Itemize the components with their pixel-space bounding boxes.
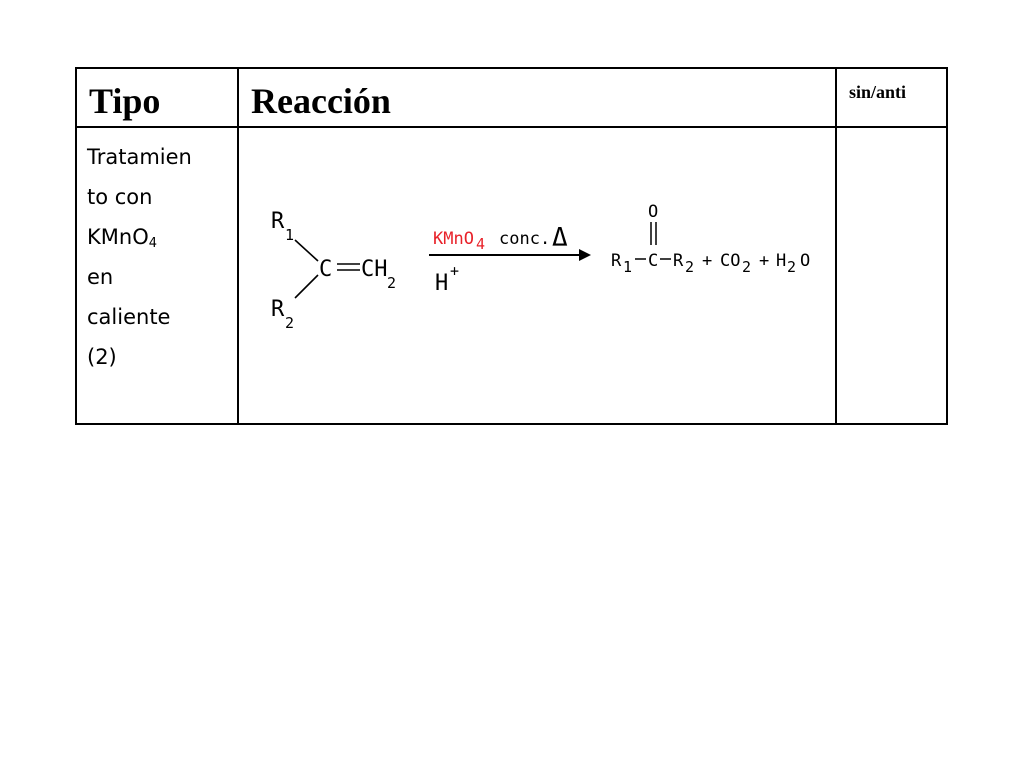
reaction-arrow-group: KMnO 4 conc. Δ H + — [429, 223, 591, 296]
reactant-r1: R — [271, 209, 285, 234]
reactant-r2: R — [271, 297, 285, 322]
product-carbon: C — [648, 251, 658, 271]
column-divider — [835, 69, 837, 423]
tipo-formula-subscript: 4 — [148, 236, 158, 251]
arrow-head-icon — [579, 249, 591, 261]
tipo-cell: Tratamien to con KMnO4 en caliente (2) — [87, 137, 235, 377]
product-r2-sub: 2 — [685, 258, 694, 276]
reaction-scheme: R 1 R 2 C CH 2 KMnO 4 conc. Δ H — [271, 202, 810, 332]
tipo-formula: KMnO — [87, 225, 149, 249]
bond-r1-c — [294, 239, 319, 262]
product-h: H — [776, 251, 786, 271]
product-o: O — [800, 251, 810, 271]
product-carbonyl-o: O — [648, 202, 658, 222]
column-divider — [237, 69, 239, 423]
reaction-table: Tipo Reacción sin/anti Tratamien to con … — [75, 67, 948, 425]
plus-sign: + — [702, 251, 712, 271]
product-co-sub: 2 — [742, 258, 751, 276]
reactant-r1-sub: 1 — [285, 226, 294, 244]
tipo-line: to con — [87, 185, 153, 209]
reactant-carbon: C — [319, 257, 332, 282]
reactant-ch-sub: 2 — [387, 274, 396, 292]
product-r2: R — [673, 251, 684, 271]
reagent-conc: conc. — [499, 229, 550, 249]
heat-icon: Δ — [552, 223, 568, 253]
reagent-kmno4: KMnO — [433, 229, 474, 249]
tipo-line: en — [87, 265, 114, 289]
header-divider — [77, 126, 946, 128]
header-sin-anti: sin/anti — [849, 82, 907, 102]
product-r1: R — [611, 251, 622, 271]
product-co: CO — [720, 251, 740, 271]
product-h-sub: 2 — [787, 258, 796, 276]
acid-plus: + — [450, 262, 459, 280]
tipo-line: caliente — [87, 305, 171, 329]
header-tipo: Tipo — [89, 81, 161, 121]
product-r1-sub: 1 — [623, 258, 632, 276]
tipo-line-formula: KMnO4 — [87, 217, 235, 257]
reactant: R 1 R 2 C CH 2 — [271, 209, 396, 332]
bond-r2-c — [294, 274, 319, 299]
reactant-r2-sub: 2 — [285, 314, 294, 332]
reagent-kmno4-sub: 4 — [476, 235, 485, 253]
tipo-line: (2) — [87, 345, 117, 369]
tipo-line: Tratamien — [87, 145, 192, 169]
plus-sign: + — [759, 251, 769, 271]
product: R 1 C O R 2 + CO 2 + H 2 O — [611, 202, 810, 276]
reactant-ch: CH — [361, 257, 388, 282]
header-reaccion: Reacción — [251, 81, 391, 121]
reaction-cell: R 1 R 2 C CH 2 KMnO 4 conc. Δ H — [239, 128, 835, 423]
acid-h: H — [435, 271, 448, 296]
